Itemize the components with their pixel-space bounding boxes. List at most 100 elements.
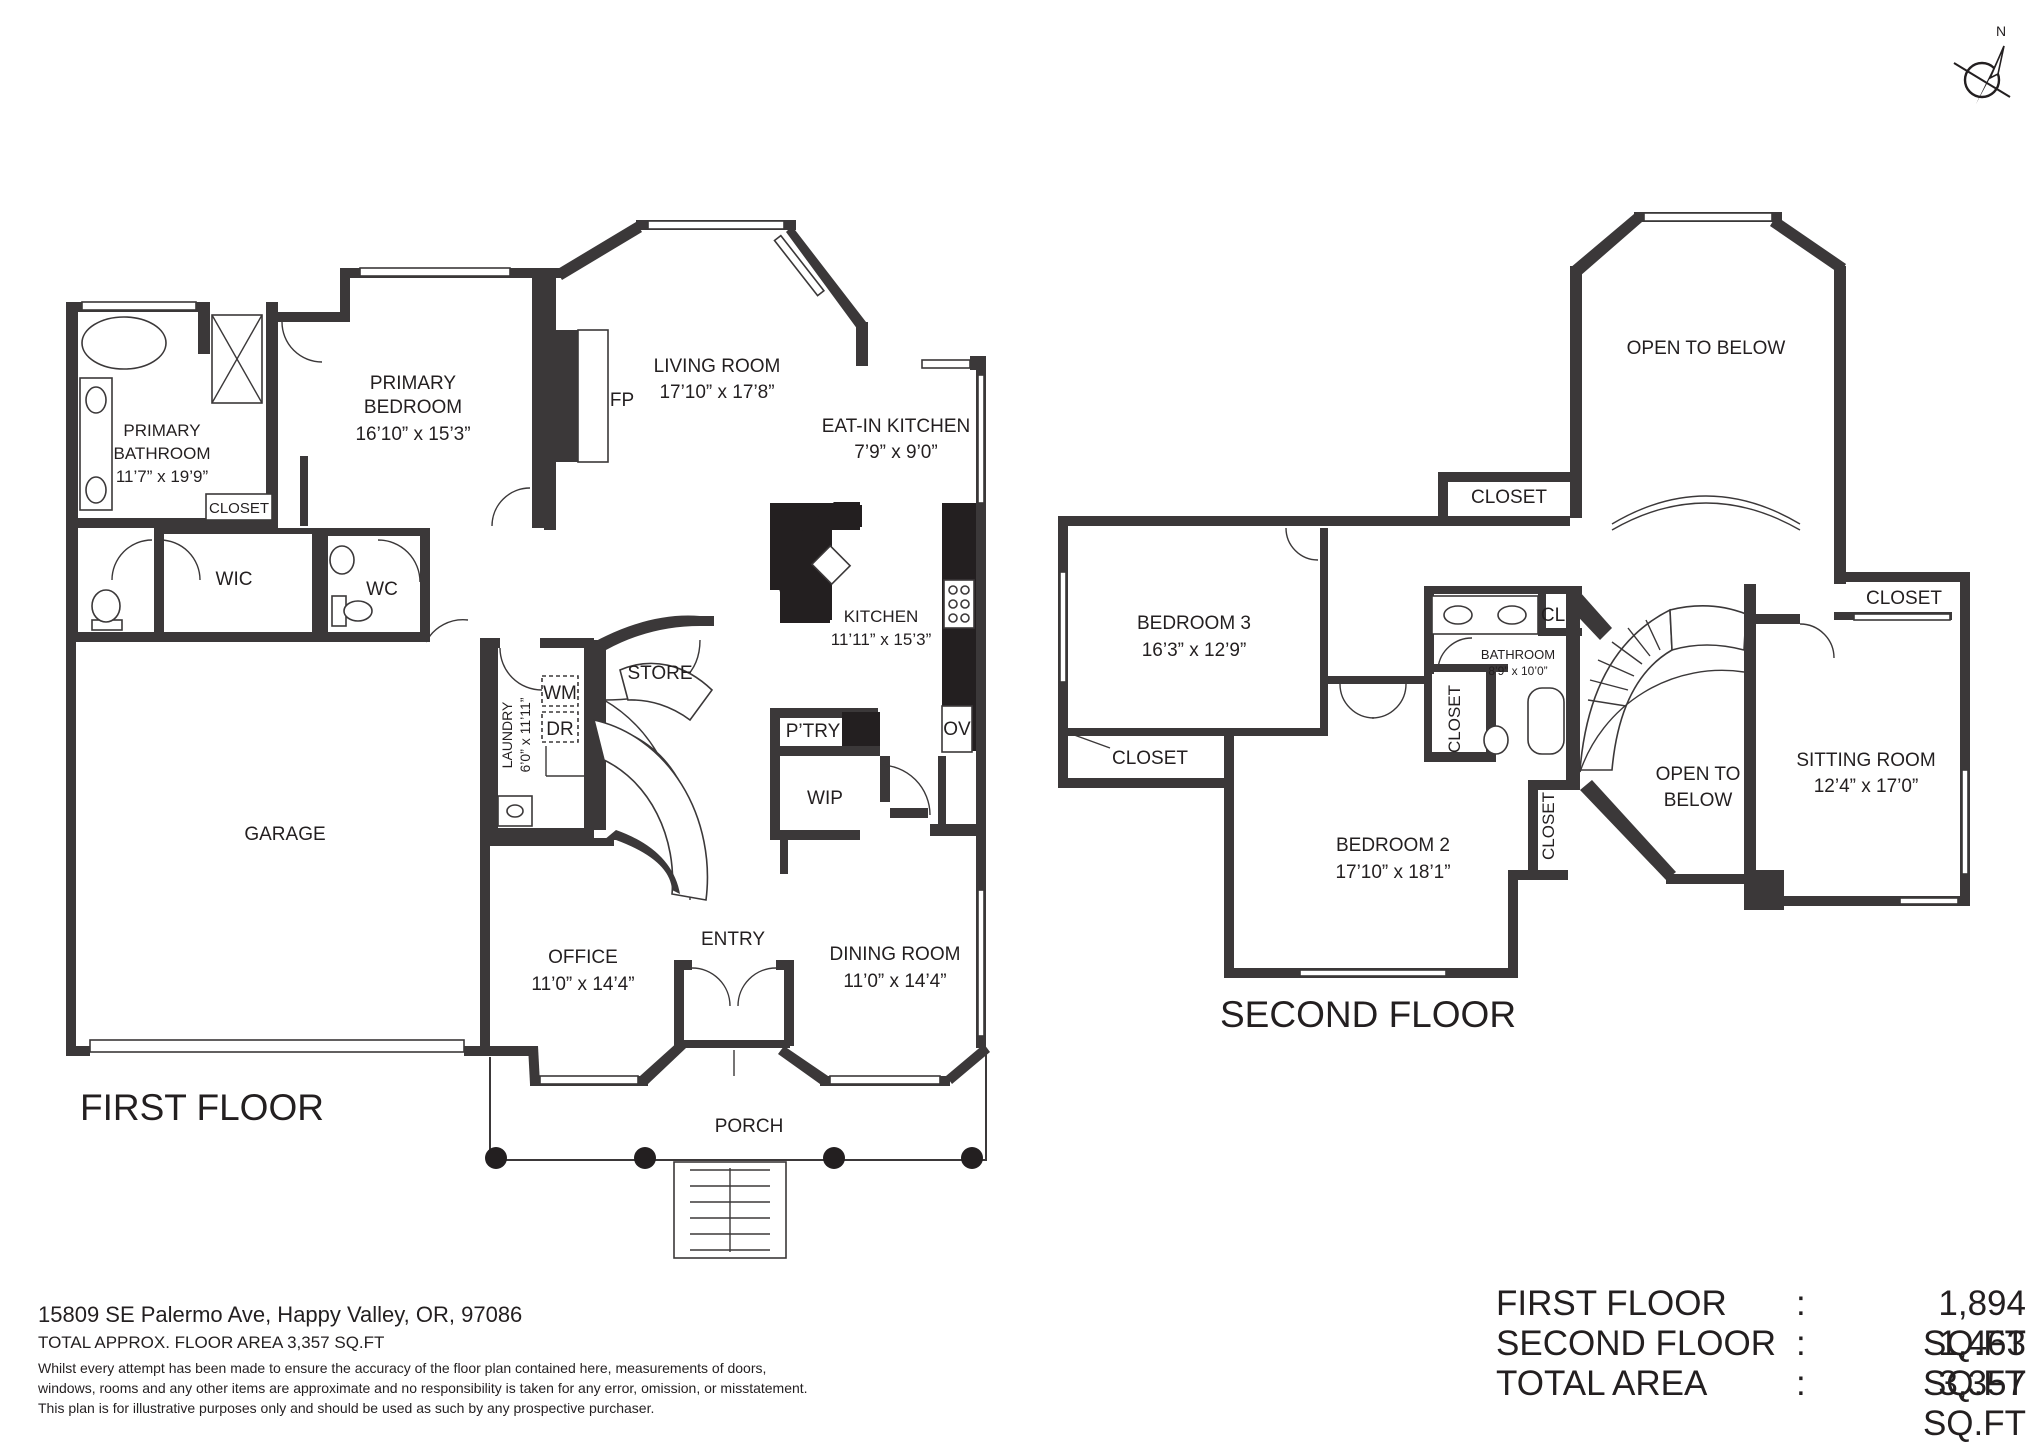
primary-bedroom-label-2: BEDROOM xyxy=(364,397,462,418)
living-room-label: LIVING ROOM xyxy=(654,356,781,377)
laundry-walls xyxy=(480,638,594,838)
open-to-below-walls xyxy=(1570,212,1846,584)
disclaimer-line-3: This plan is for illustrative purposes o… xyxy=(38,1400,655,1416)
staircase xyxy=(592,615,714,901)
area-label: TOTAL AREA xyxy=(1496,1364,1708,1403)
primary-bathroom-dims: 11’7” x 19’9” xyxy=(116,467,209,486)
first-floor-labels: PRIMARY BEDROOM 16’10” x 15’3” PRIMARY B… xyxy=(80,356,971,1137)
address: 15809 SE Palermo Ave, Happy Valley, OR, … xyxy=(38,1302,523,1327)
pantry-label: P’TRY xyxy=(786,721,841,742)
area-row-total: TOTAL AREA : 3,357 SQ.FT xyxy=(1496,1364,2026,1443)
upper-staircase xyxy=(1579,584,1766,884)
closet-vertical-1-label: CLOSET xyxy=(1445,685,1464,753)
bathroom-dims: 8’9” x 10’0” xyxy=(1488,664,1547,678)
porch xyxy=(485,1050,987,1259)
bathtub-fixture xyxy=(81,316,167,370)
area-sep: : xyxy=(1796,1364,1806,1403)
second-floor-plan: OPEN TO BELOW CLOSET BEDROOM 3 16’3” x 1… xyxy=(1058,212,1970,1035)
area-sep: : xyxy=(1796,1284,1806,1323)
primary-bedroom-walls xyxy=(278,267,544,528)
garage-label: GARAGE xyxy=(244,824,325,845)
open-to-below-stair-label: OPEN TO xyxy=(1656,764,1741,785)
office-label: OFFICE xyxy=(548,947,618,968)
toilet-fixture xyxy=(91,589,123,631)
wip-label: WIP xyxy=(807,788,843,809)
bathroom-label: BATHROOM xyxy=(1481,647,1555,662)
area-label: FIRST FLOOR xyxy=(1496,1284,1727,1323)
closet-vertical-2-label: CLOSET xyxy=(1539,792,1558,860)
area-row-first-floor: FIRST FLOOR : 1,894 SQ.FT xyxy=(1496,1284,2026,1363)
disclaimer-line-2: windows, rooms and any other items are a… xyxy=(38,1380,808,1396)
kitchen-island xyxy=(770,502,862,623)
wc-walls xyxy=(318,528,430,642)
laundry-label: LAUNDRY xyxy=(499,701,515,768)
front-rooms-walls xyxy=(490,836,990,1086)
washer-label: WM xyxy=(543,683,577,704)
entry-label: ENTRY xyxy=(701,929,765,950)
closet-top-label: CLOSET xyxy=(1471,487,1547,508)
sitting-room-dims: 12’4” x 17’0” xyxy=(1814,776,1919,797)
primary-bedroom-label: PRIMARY xyxy=(370,373,457,394)
closet-right-label: CLOSET xyxy=(1866,588,1942,609)
area-value: 1,463 SQ.FT xyxy=(1922,1324,2026,1403)
second-floor-title: SECOND FLOOR xyxy=(1220,994,1516,1035)
open-to-below-label: OPEN TO BELOW xyxy=(1627,338,1786,359)
disclaimer-line-1: Whilst every attempt has been made to en… xyxy=(38,1360,767,1376)
area-value: 1,894 SQ.FT xyxy=(1922,1284,2026,1363)
second-floor-labels: OPEN TO BELOW CLOSET BEDROOM 3 16’3” x 1… xyxy=(1112,338,1942,1035)
area-label: SECOND FLOOR xyxy=(1496,1324,1777,1363)
closet-label: CLOSET xyxy=(209,500,269,517)
open-to-below-stair-label-2: BELOW xyxy=(1664,790,1733,811)
total-approx-area: TOTAL APPROX. FLOOR AREA 3,357 SQ.FT xyxy=(38,1333,385,1352)
wic-label: WIC xyxy=(216,569,253,590)
wc-label: WC xyxy=(366,579,398,600)
porch-label: PORCH xyxy=(715,1116,784,1137)
office-dims: 11’0” x 14’4” xyxy=(531,974,634,995)
dishwasher-label: DW xyxy=(861,547,885,563)
living-room-dims: 17’10” x 17’8” xyxy=(659,382,774,403)
first-floor-plan: PRIMARY BEDROOM 16’10” x 15’3” PRIMARY B… xyxy=(66,220,990,1259)
primary-bathroom-label-2: BATHROOM xyxy=(114,444,211,463)
kitchen-dims: 11’11” x 15’3” xyxy=(831,630,932,649)
fireplace-fixture xyxy=(544,278,609,530)
dining-room-dims: 11’0” x 14’4” xyxy=(843,971,946,992)
area-row-second-floor: SECOND FLOOR : 1,463 SQ.FT xyxy=(1496,1324,2026,1403)
bedroom-2-label: BEDROOM 2 xyxy=(1336,835,1450,856)
dining-room-label: DINING ROOM xyxy=(830,944,961,965)
bedroom-2-walls xyxy=(1224,736,1568,978)
kitchen-sink-fixture xyxy=(810,544,852,586)
living-room-walls xyxy=(544,220,984,370)
eat-in-kitchen-label: EAT-IN KITCHEN xyxy=(822,416,971,437)
bathroom-walls xyxy=(1328,586,1612,880)
area-value: 3,357 SQ.FT xyxy=(1922,1364,2026,1443)
store-label: STORE xyxy=(627,663,692,684)
primary-bedroom-dims: 16’10” x 15’3” xyxy=(355,424,470,445)
bedroom-3-label: BEDROOM 3 xyxy=(1137,613,1251,634)
area-sep: : xyxy=(1796,1324,1806,1363)
fireplace-label: FP xyxy=(610,390,634,411)
sitting-room-walls xyxy=(1744,572,1970,910)
bedroom-2-dims: 17’10” x 18’1” xyxy=(1335,862,1450,883)
sitting-room-label: SITTING ROOM xyxy=(1796,750,1935,771)
north-label: N xyxy=(1996,23,2006,39)
garage-walls xyxy=(66,619,490,1056)
oven-label: OV xyxy=(943,719,971,740)
pantry-walls xyxy=(770,708,980,874)
primary-bathroom-label: PRIMARY xyxy=(123,421,200,440)
closet-left-label: CLOSET xyxy=(1112,748,1188,769)
bath-vanity-fixture xyxy=(79,377,113,511)
area-summary: FIRST FLOOR : 1,894 SQ.FT SECOND FLOOR :… xyxy=(1496,1284,2026,1443)
bedroom-3-dims: 16’3” x 12’9” xyxy=(1142,640,1247,661)
primary-bathroom-walls xyxy=(66,301,426,642)
porch-steps xyxy=(673,1161,787,1259)
closet-walls xyxy=(205,493,273,521)
wic-walls xyxy=(111,528,312,581)
north-arrow-icon: N xyxy=(1953,23,2011,104)
kitchen-label: KITCHEN xyxy=(844,607,919,626)
range-cooktop-fixture xyxy=(943,579,975,629)
cl-label: CL xyxy=(1541,605,1565,626)
dryer-label: DR xyxy=(546,719,573,740)
first-floor-title: FIRST FLOOR xyxy=(80,1087,324,1128)
shower-fixture xyxy=(211,314,263,404)
